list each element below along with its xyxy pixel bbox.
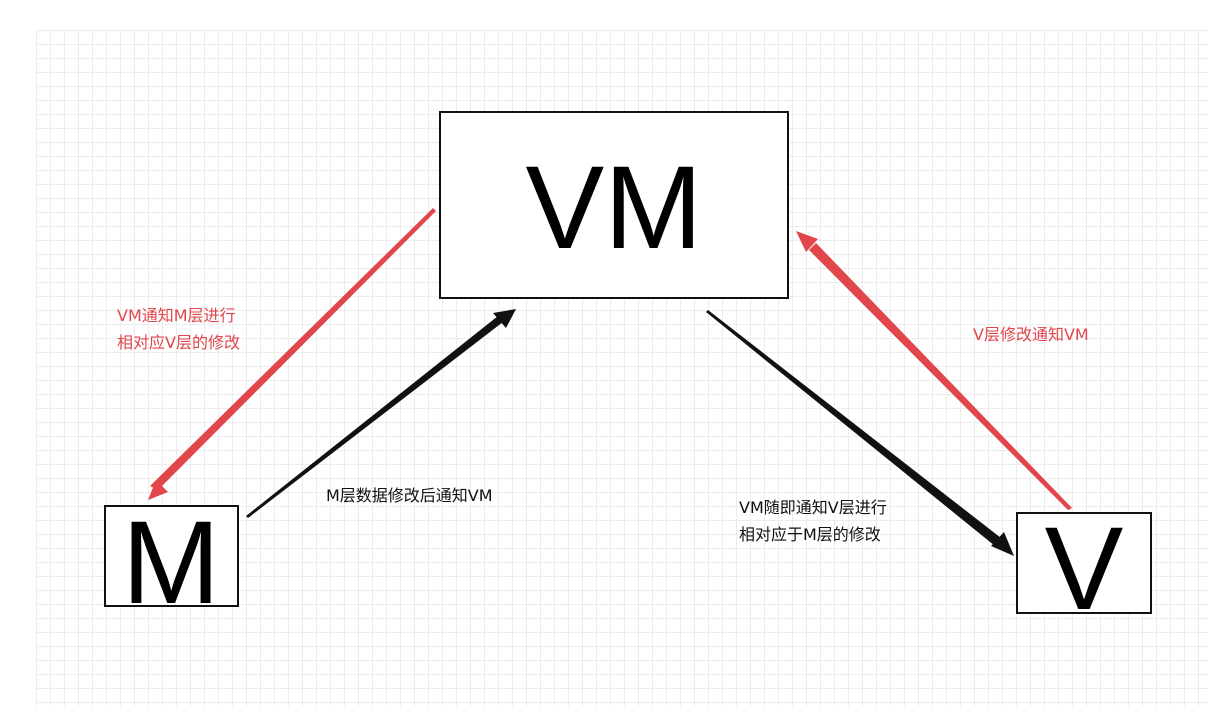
node-m-label: M (122, 497, 220, 629)
edge-vm-to-m-arrowhead (148, 480, 168, 500)
node-vm: VM (439, 111, 789, 299)
edge-m-to-vm-arrowhead (493, 309, 516, 328)
node-m-box (104, 505, 239, 607)
edge-vm-to-v-label-line-2: 相对应于M层的修改 (739, 525, 881, 544)
edge-vm-to-m-label-line-1: VM通知M层进行 (117, 306, 236, 325)
edge-vm-to-v (706, 310, 1014, 556)
edge-v-to-vm (796, 231, 1072, 510)
edge-v-to-vm-arrowhead (796, 231, 818, 252)
edge-m-to-vm (246, 309, 516, 518)
edge-v-to-vm-line (809, 243, 1072, 510)
edge-m-to-vm-line (246, 316, 503, 518)
node-v: V (1016, 503, 1152, 635)
edge-vm-to-m (148, 208, 436, 500)
edge-vm-to-m-label-line-2: 相对应V层的修改 (117, 333, 240, 352)
node-vm-label: VM (526, 142, 703, 274)
edge-v-to-vm-label: V层修改通知VM (973, 325, 1089, 344)
node-m: M (104, 497, 239, 629)
node-v-label: V (1045, 503, 1124, 635)
edge-vm-to-m-line (150, 208, 436, 490)
edge-vm-to-v-label-line-1: VM随即通知V层进行 (739, 498, 887, 517)
node-vm-box (439, 111, 789, 299)
edge-m-to-vm-label: M层数据修改后通知VM (326, 486, 493, 505)
node-v-box (1016, 512, 1152, 614)
edge-vm-to-v-line (706, 310, 1001, 546)
edge-vm-to-v-arrowhead (991, 532, 1014, 556)
